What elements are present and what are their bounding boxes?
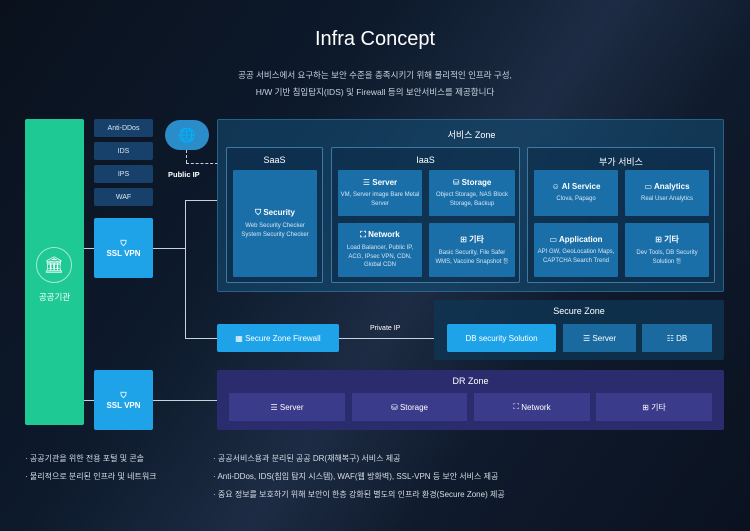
- note-left: · 물리적으로 분리된 인프라 및 네트워크: [25, 472, 157, 481]
- app-window-icon: ▭: [549, 235, 558, 245]
- server-icon: ☰: [583, 333, 591, 343]
- connector: [185, 338, 217, 339]
- plus-box-icon: ⊞: [642, 402, 649, 412]
- dr-etc: ⊞ 기타: [596, 393, 712, 421]
- security-waf: WAF: [94, 188, 153, 206]
- security-ids: IDS: [94, 142, 153, 160]
- subtitle-line: 공공 서비스에서 요구하는 보안 수준을 충족시키기 위해 물리적인 인프라 구…: [238, 70, 512, 80]
- ssl-vpn-label: SSL VPN: [106, 400, 141, 410]
- iaas-title: IaaS: [416, 155, 435, 165]
- connector: [185, 200, 217, 201]
- ssl-vpn-label: SSL VPN: [106, 248, 141, 258]
- secure-zone-title: Secure Zone: [553, 306, 605, 316]
- connector: [339, 338, 434, 339]
- globe-icon: 🌐: [178, 126, 196, 143]
- storage-icon: ⛁: [391, 402, 398, 412]
- saas-group: SaaS ⛉ Security Web Security Checker Sys…: [226, 147, 323, 283]
- note-right: · Anti-DDos, IDS(침입 탐지 시스템), WAF(웹 방화벽),…: [213, 472, 499, 481]
- network-icon: ⛶: [513, 402, 520, 411]
- note-right: · 공공서비스용과 분리된 공공 DR(재해복구) 서비스 제공: [213, 454, 401, 463]
- saas-security: ⛉ Security Web Security Checker System S…: [233, 170, 317, 277]
- connector: [185, 200, 186, 338]
- connector: [153, 400, 217, 401]
- institution-icon: 🏛: [36, 247, 72, 283]
- dashed-connector: [186, 150, 187, 163]
- chart-window-icon: ▭: [644, 182, 653, 192]
- database-icon: ☷: [666, 333, 674, 343]
- secure-db: ☷ DB: [642, 324, 712, 352]
- note-left: · 공공기관을 위한 전용 포털 및 콘솔: [25, 454, 145, 463]
- server-icon: ☰: [270, 402, 278, 412]
- network-icon: ⛶: [360, 230, 366, 240]
- dr-network: ⛶ Network: [474, 393, 590, 421]
- dashed-connector: [186, 163, 218, 164]
- plus-box-icon: ⊞: [460, 235, 467, 245]
- note-right: · 중요 정보를 보호하기 위해 보안이 한층 강화된 별도의 인프라 환경(S…: [213, 490, 505, 499]
- public-ip-label: Public IP: [168, 170, 200, 179]
- security-anti-ddos: Anti-DDos: [94, 119, 153, 137]
- plus-box-icon: ⊞: [655, 235, 662, 245]
- subtitle-line: H/W 기반 침입탐지(IDS) 및 Firewall 등의 보안서비스를 제공…: [255, 87, 495, 97]
- cloud-icon: 🌐: [165, 120, 209, 150]
- private-ip-label: Private IP: [370, 325, 401, 332]
- server-icon: ☰: [362, 178, 370, 188]
- ssl-vpn-box-dr: ⛉SSL VPN: [94, 370, 153, 430]
- saas-title: SaaS: [263, 155, 286, 165]
- public-org-label: 공공기관: [38, 292, 71, 302]
- dr-server: ☰ Server: [229, 393, 345, 421]
- connector: [84, 400, 94, 401]
- security-ips: IPS: [94, 165, 153, 183]
- connector: [153, 248, 185, 249]
- connector: [84, 248, 94, 249]
- public-org-column: 🏛 공공기관: [25, 119, 84, 425]
- addon-title: 부가 서비스: [599, 157, 643, 167]
- firewall-icon: ▦: [235, 333, 243, 343]
- storage-icon: ⛁: [452, 178, 460, 188]
- secure-zone-firewall: ▦ Secure Zone Firewall: [217, 324, 339, 352]
- dr-zone-title: DR Zone: [452, 376, 489, 386]
- dr-storage: ⛁ Storage: [352, 393, 467, 421]
- ai-head-icon: ☺: [551, 182, 560, 192]
- security-desc: Web Security Checker System Security Che…: [241, 223, 309, 238]
- page-title: Infra Concept: [314, 28, 436, 50]
- ssl-vpn-box: ⛉SSL VPN: [94, 218, 153, 278]
- security-name: ⛉ Security: [255, 208, 295, 218]
- secure-db-security: DB security Solution: [447, 324, 556, 352]
- shield-icon: ⛉: [120, 238, 127, 248]
- service-zone-title: 서비스 Zone: [447, 130, 496, 140]
- shield-icon: ⛉: [120, 390, 127, 400]
- secure-server: ☰ Server: [563, 324, 636, 352]
